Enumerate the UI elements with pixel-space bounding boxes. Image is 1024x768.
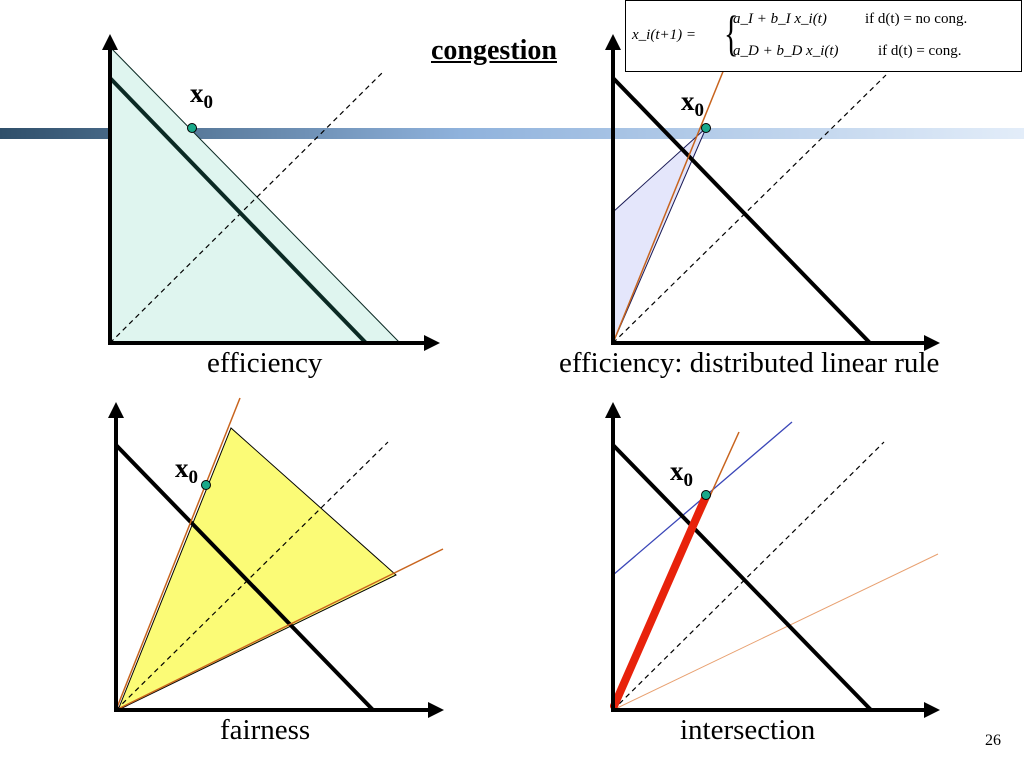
caption-fairness: fairness bbox=[220, 714, 311, 746]
y-axis-arrow bbox=[605, 402, 621, 418]
x0-label-base: x bbox=[175, 453, 189, 483]
slide-title: congestion bbox=[431, 35, 557, 66]
caption-intersection: intersection bbox=[680, 714, 816, 746]
point-x0 bbox=[187, 123, 197, 133]
x0-label-sub: 0 bbox=[694, 100, 705, 121]
formula-row1-condition: if d(t) = no cong. bbox=[865, 11, 968, 27]
diagonal-fairness-line bbox=[115, 441, 389, 711]
y-axis-arrow bbox=[605, 34, 621, 50]
efficiency-line bbox=[611, 443, 873, 712]
header-band bbox=[0, 128, 1024, 139]
ray-lower bbox=[115, 548, 444, 711]
efficiency-line bbox=[114, 443, 375, 712]
diagonal-fairness-line bbox=[612, 441, 885, 711]
thin-ray bbox=[612, 553, 939, 711]
intersection-segment bbox=[610, 492, 710, 710]
y-axis-arrow bbox=[102, 34, 118, 50]
ray-upper bbox=[115, 397, 241, 711]
panel-linear-rule bbox=[605, 34, 940, 351]
x0-label: x0 bbox=[670, 456, 694, 491]
point-x0 bbox=[201, 480, 211, 490]
caption-efficiency: efficiency bbox=[207, 347, 323, 379]
x0-label-sub: 0 bbox=[188, 467, 199, 488]
x-axis-arrow bbox=[428, 702, 444, 718]
x0-label-sub: 0 bbox=[203, 92, 214, 113]
point-x0 bbox=[701, 490, 711, 500]
diagonal-fairness-line bbox=[109, 71, 384, 344]
efficiency-line bbox=[108, 76, 368, 345]
x0-label-base: x bbox=[190, 78, 204, 108]
ray-through-x0 bbox=[612, 41, 736, 344]
x0-label-base: x bbox=[670, 456, 684, 486]
efficiency-line bbox=[611, 76, 872, 345]
x-axis-arrow bbox=[924, 335, 940, 351]
fairness-region bbox=[117, 427, 397, 712]
formula-brace: { bbox=[724, 5, 739, 61]
x-axis-arrow bbox=[924, 702, 940, 718]
x0-label: x0 bbox=[175, 453, 199, 488]
formula-row2-condition: if d(t) = cong. bbox=[878, 43, 962, 59]
formula-box: x_i(t+1) = { a_I + b_I x_i(t) if d(t) = … bbox=[625, 0, 1022, 72]
caption-linear-rule: efficiency: distributed linear rule bbox=[559, 347, 940, 379]
y-axis-arrow bbox=[108, 402, 124, 418]
efficiency-region bbox=[109, 45, 402, 344]
formula-lhs: x_i(t+1) = bbox=[632, 27, 696, 43]
panel-efficiency bbox=[102, 34, 440, 351]
x0-label-sub: 0 bbox=[683, 470, 694, 491]
panel-fairness bbox=[108, 397, 444, 718]
point-x0 bbox=[701, 123, 711, 133]
panel-intersection bbox=[605, 402, 940, 718]
x0-label: x0 bbox=[681, 86, 705, 121]
formula-row1-expr: a_I + b_I x_i(t) bbox=[733, 11, 827, 27]
formula-row2-expr: a_D + b_D x_i(t) bbox=[733, 43, 839, 59]
x0-label-base: x bbox=[681, 86, 695, 116]
x0-label: x0 bbox=[190, 78, 214, 113]
diagonal-fairness-line bbox=[612, 74, 887, 344]
x-axis-arrow bbox=[424, 335, 440, 351]
page-number: 26 bbox=[985, 732, 1001, 749]
